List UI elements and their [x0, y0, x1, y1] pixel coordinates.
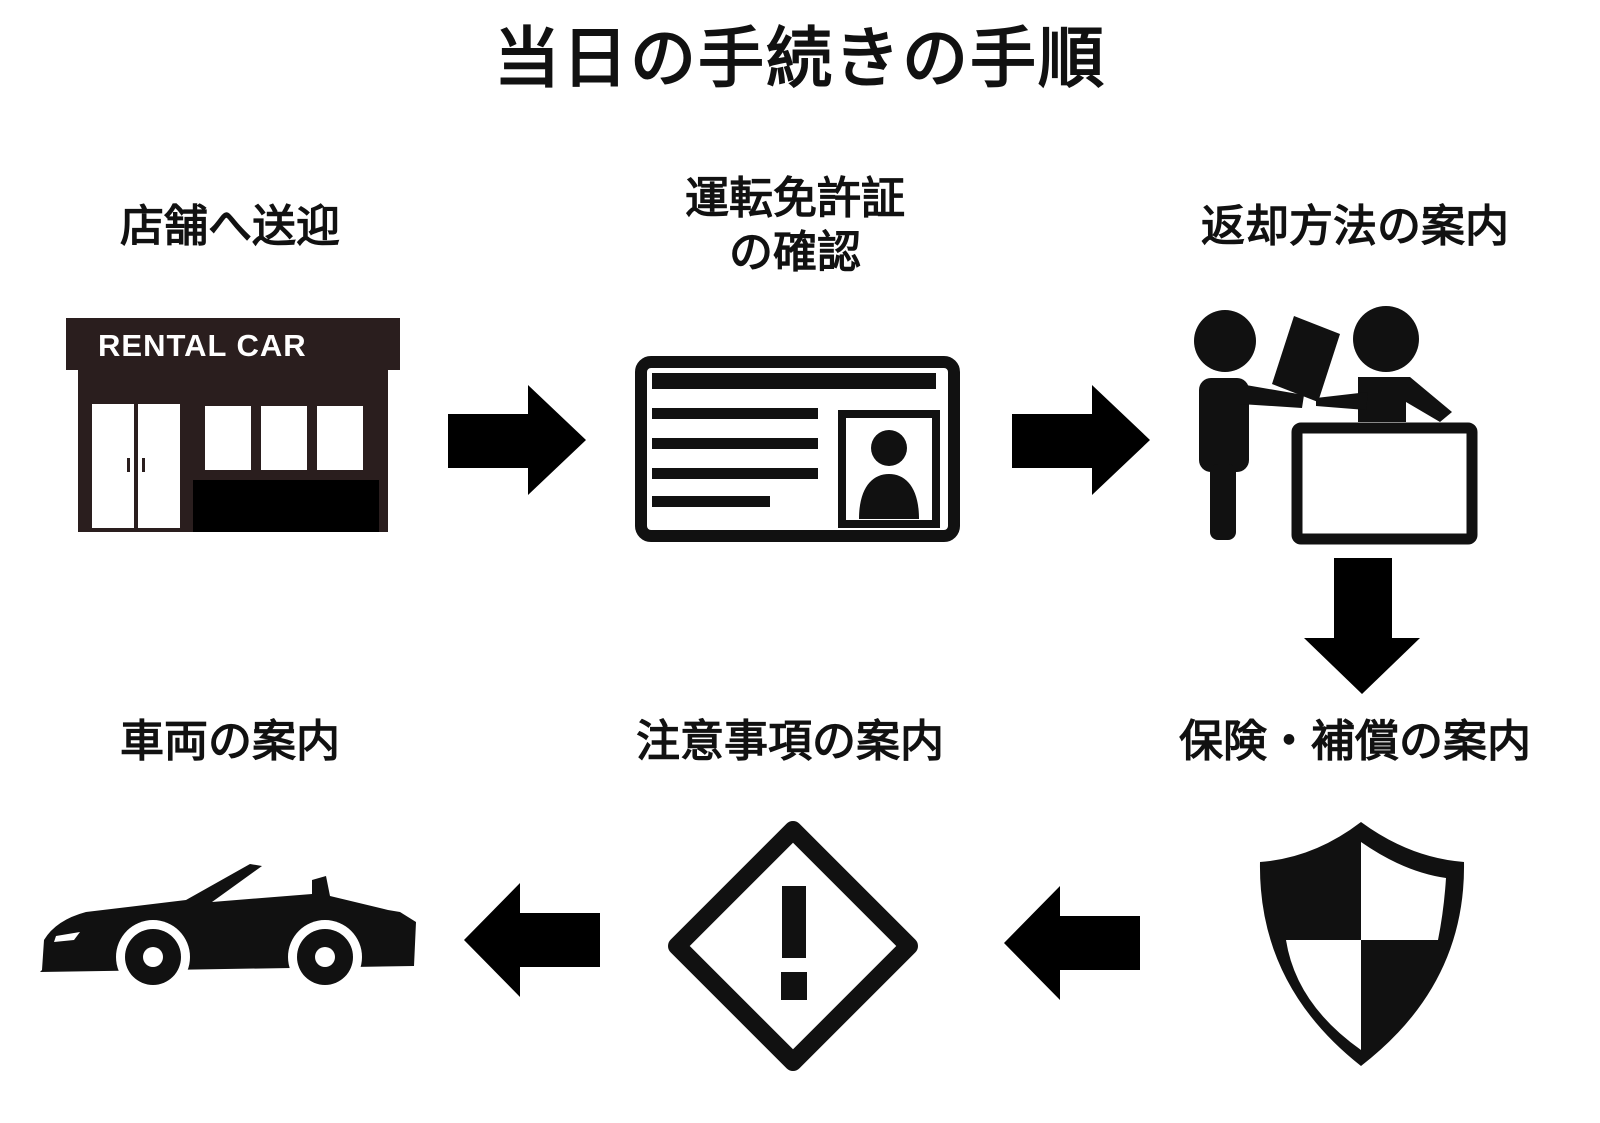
step-label-precautions: 注意事項の案内: [636, 716, 944, 767]
step-label-insurance: 保険・補償の案内: [1179, 716, 1531, 767]
store-sign-text: RENTAL CAR: [98, 328, 307, 363]
step-label-return-method: 返却方法の案内: [1201, 201, 1509, 252]
step-label-license-check: 運転免許証 の確認: [600, 172, 990, 280]
step-label-store-pickup: 店舗へ送迎: [120, 201, 340, 252]
step-label-vehicle: 車両の案内: [120, 716, 340, 767]
step-label-license-line2: の確認: [729, 227, 861, 278]
page-title: 当日の手続きの手順: [494, 20, 1106, 97]
step-label-license-line1: 運転免許証: [685, 173, 905, 224]
